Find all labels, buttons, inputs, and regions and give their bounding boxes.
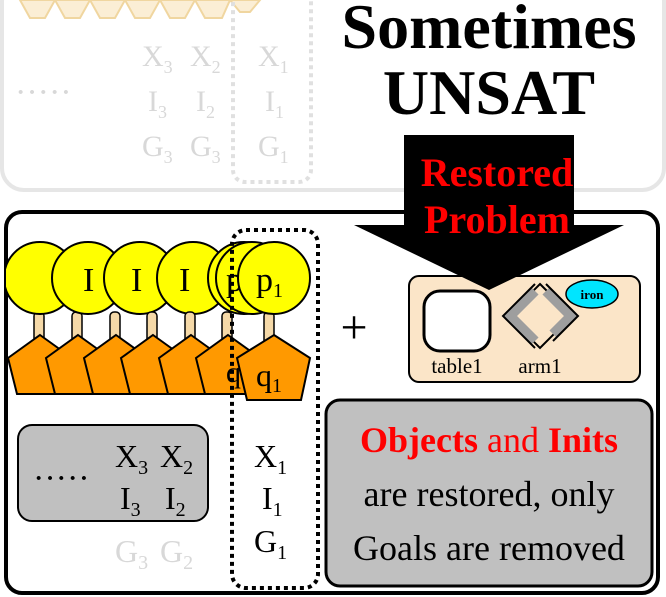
faded-g2: G2 xyxy=(160,533,193,574)
note-box: Objects and Inits are restored, only Goa… xyxy=(324,398,654,588)
col-i1: I1 xyxy=(262,480,283,521)
table-icon xyxy=(422,289,492,353)
label-p1: p1 xyxy=(256,262,283,302)
top-dots: ····· xyxy=(15,74,72,111)
svg-text:I: I xyxy=(131,262,142,299)
gray-i3: I3 xyxy=(120,480,141,521)
query-stack: I I I I xyxy=(6,241,312,401)
query-pair: I xyxy=(119,241,230,395)
gray-x2: X2 xyxy=(160,438,193,479)
arm-icon xyxy=(501,282,580,350)
scene-box: table1 arm1 iron xyxy=(408,275,641,383)
top-x1: X1 xyxy=(258,40,289,77)
plus-sign: + xyxy=(340,301,367,354)
faded-g3: G3 xyxy=(115,533,148,574)
current-query-column: X1 I1 G1 xyxy=(254,438,287,564)
circle-p1 xyxy=(237,241,311,315)
gray-x3: X3 xyxy=(115,438,148,479)
top-g3b: G3 xyxy=(190,130,221,167)
arm-label: arm1 xyxy=(518,354,561,378)
top-dashed-column xyxy=(231,0,313,184)
top-i3: I3 xyxy=(148,85,167,122)
arrow-label-problem: Problem xyxy=(424,197,570,242)
col-x1: X1 xyxy=(254,438,287,479)
query-pair: I xyxy=(82,241,177,395)
note-line3: Goals are removed xyxy=(353,528,625,568)
iron-badge xyxy=(565,279,619,309)
removed-goals: G3 G2 xyxy=(115,533,193,574)
svg-text:I: I xyxy=(179,262,190,299)
headline-sometimes: Sometimes xyxy=(341,0,636,62)
svg-text:I: I xyxy=(83,262,94,299)
hidden-queries-box: ····· X3 X2 I3 I2 xyxy=(17,424,209,522)
gray-dots: ····· xyxy=(33,460,90,497)
top-i1: I1 xyxy=(265,85,284,122)
col-g1: G1 xyxy=(254,523,287,564)
top-x2: X2 xyxy=(190,40,221,77)
headline-unsat: UNSAT xyxy=(383,57,595,128)
top-i2: I2 xyxy=(196,85,215,122)
top-x3: X3 xyxy=(142,40,173,77)
restored-problem-arrow: Restored Problem xyxy=(354,135,624,290)
arrow-label-restored: Restored xyxy=(421,150,574,195)
note-line2: are restored, only xyxy=(364,474,615,514)
label-q1: q1 xyxy=(256,357,282,397)
table-label: table1 xyxy=(431,354,482,378)
gray-i2: I2 xyxy=(165,480,186,521)
iron-label: iron xyxy=(581,287,605,302)
faded-blocks xyxy=(18,0,262,19)
top-panel: ····· X3 I3 G3 X2 I2 G3 X1 I1 G1 Sometim… xyxy=(0,0,666,192)
top-g3: G3 xyxy=(142,130,173,167)
pentagon-q1 xyxy=(235,333,312,401)
top-g1: G1 xyxy=(258,130,289,167)
query-pair-front: p1 q1 xyxy=(235,241,312,401)
note-line1: Objects and Inits xyxy=(360,420,618,460)
